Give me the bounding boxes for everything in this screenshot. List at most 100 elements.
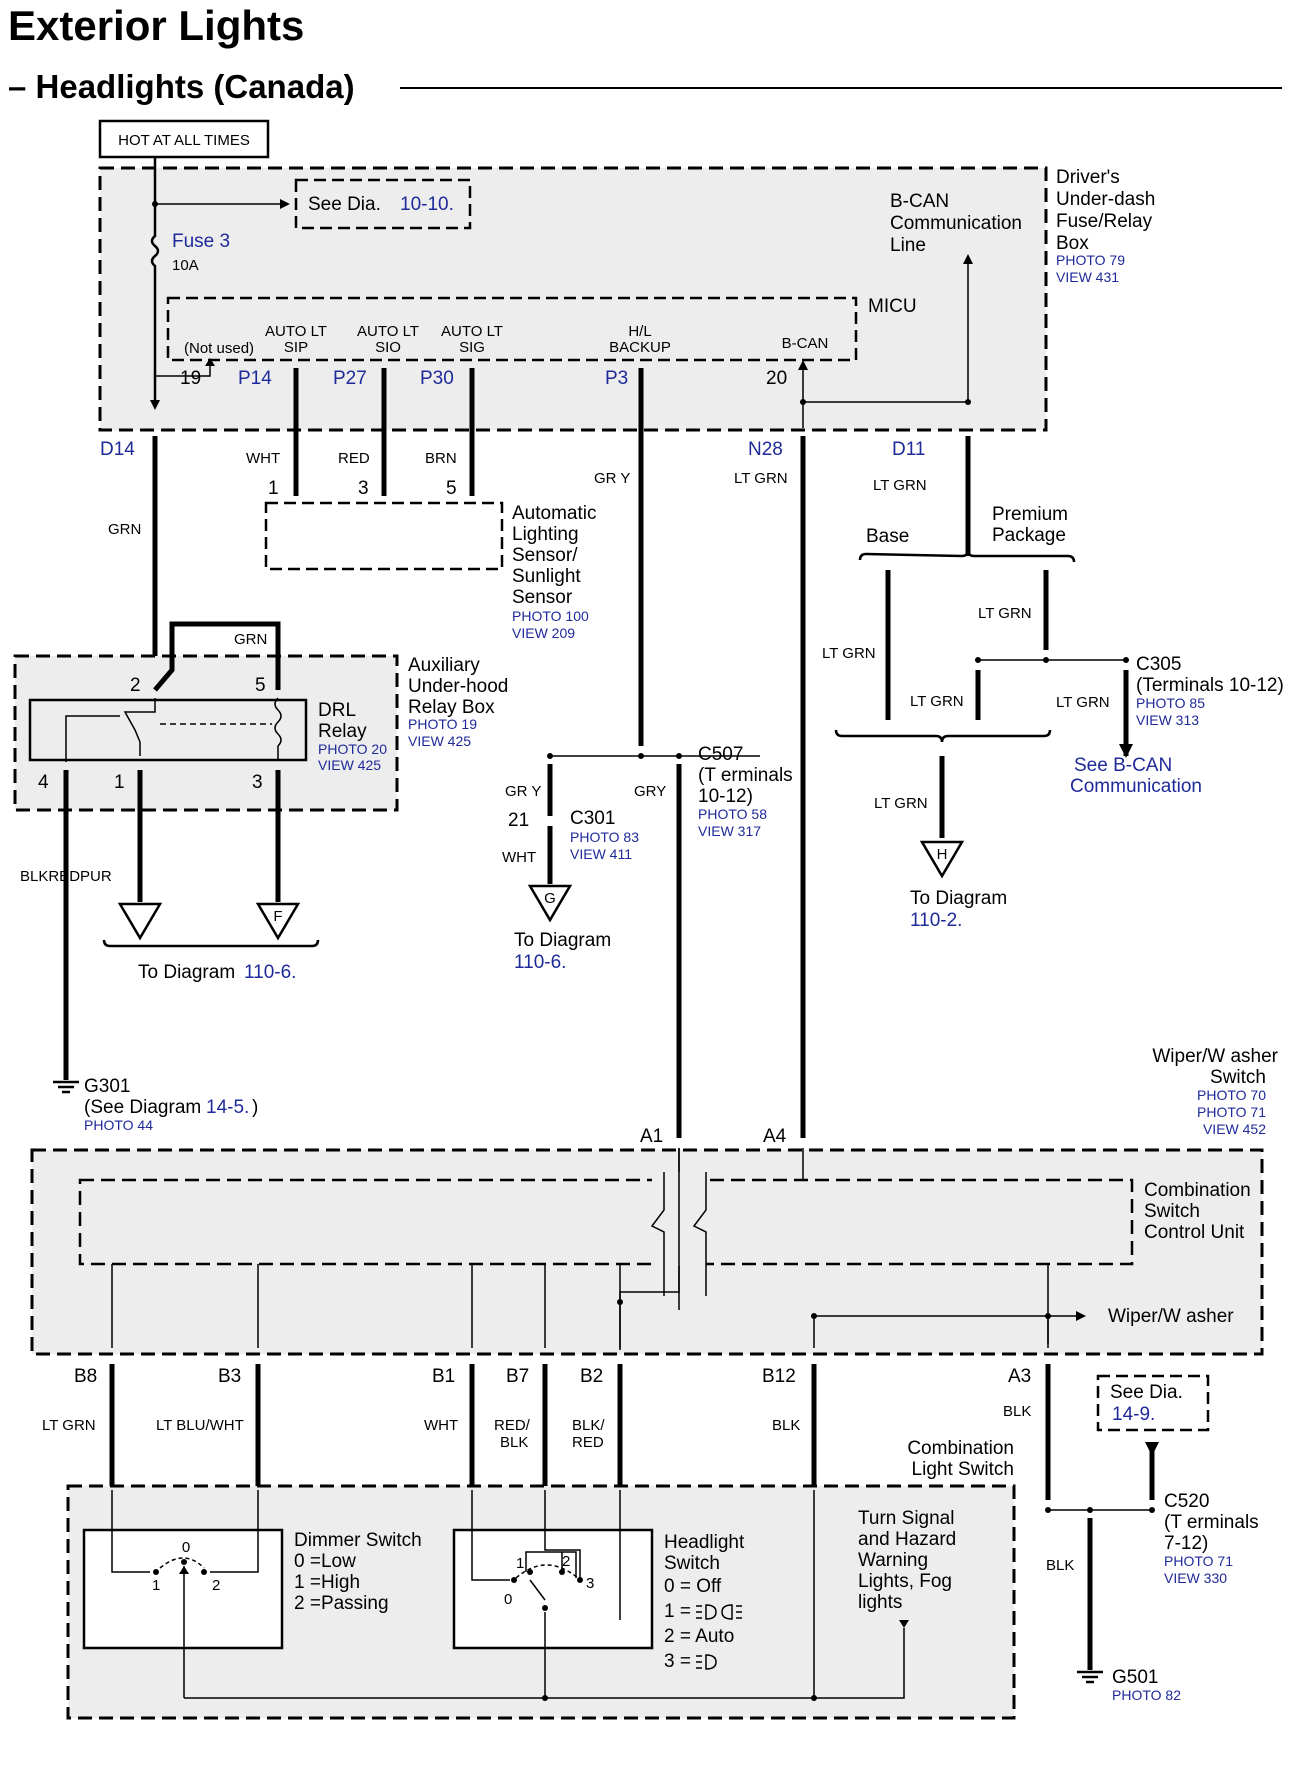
svg-text:Auxiliary: Auxiliary: [408, 655, 480, 676]
connector-a3: A3: [1008, 1366, 1031, 1387]
to-diagram-mid-ref: 110-6.: [514, 952, 566, 973]
svg-text:PHOTO 71: PHOTO 71: [1197, 1104, 1266, 1120]
svg-text:lights: lights: [858, 1592, 902, 1613]
svg-text:VIEW 425: VIEW 425: [408, 733, 471, 749]
see-bcan-label: See B-CAN: [1074, 755, 1172, 776]
wire-red-label: RED: [338, 450, 370, 467]
wire-gry-c301-label: GR Y: [505, 783, 541, 800]
headlight-pos0: 0: [504, 1591, 512, 1608]
arrow-f-icon: [255, 902, 301, 941]
bcan-line-label: B-CAN Communication Line: [890, 191, 1022, 256]
svg-text:Relay Box: Relay Box: [408, 697, 495, 718]
sensor-pin1: 1: [268, 478, 279, 499]
to-diagram-110-6-ref: 110-6.: [244, 962, 296, 983]
sensor-pin3: 3: [358, 478, 369, 499]
c301-photo: PHOTO 83: [570, 829, 639, 845]
see-dia-10-10-box: [294, 178, 472, 230]
relay-pin4: 4: [38, 772, 49, 793]
arrow-h-label: H: [937, 846, 948, 863]
wire-gry-top-label: GR Y: [594, 470, 630, 487]
wire-b8-label: LT GRN: [42, 1417, 96, 1434]
page-title: Exterior Lights: [8, 2, 304, 49]
g301-ref: 14-5.: [206, 1097, 249, 1118]
svg-text:Switch: Switch: [1144, 1201, 1200, 1222]
dimmer-switch-box: [82, 1528, 284, 1650]
ground-g501-icon: [1077, 1670, 1103, 1684]
auto-lt-sip-label: AUTO LT: [265, 323, 327, 340]
c507-label: C507 (T erminals 10-12) PHOTO 58 VIEW 31…: [698, 744, 793, 839]
svg-text:(T erminals: (T erminals: [698, 765, 793, 786]
not-used-label: (Not used): [184, 340, 254, 357]
svg-text:C507: C507: [698, 744, 743, 765]
auto-lt-sip-label2: SIP: [284, 339, 308, 356]
hot-at-all-times-box: [98, 119, 270, 159]
see-dia-14-9-box: [1096, 1374, 1210, 1432]
hl-backup-label2: BACKUP: [609, 339, 671, 356]
svg-text:10-12): 10-12): [698, 786, 753, 807]
premium-label: Premium: [992, 504, 1068, 525]
wire-wht-c301-label: WHT: [502, 849, 536, 866]
drl-relay-photo: PHOTO 20: [318, 741, 387, 757]
svg-text:Headlight: Headlight: [664, 1532, 745, 1553]
wire-lt-grn-label: LT GRN: [734, 470, 788, 487]
hl-backup-label: H/L: [628, 323, 651, 340]
connector-b12: B12: [762, 1366, 796, 1387]
svg-text:PHOTO 70: PHOTO 70: [1197, 1087, 1266, 1103]
wire-brn-label: BRN: [425, 450, 457, 467]
svg-text:Driver's: Driver's: [1056, 167, 1120, 188]
pin-p14: P14: [238, 368, 272, 389]
svg-text:Combination: Combination: [1144, 1180, 1251, 1201]
svg-text:Switch: Switch: [1210, 1067, 1266, 1088]
wiper-washer-switch-label: Wiper/W asher Switch PHOTO 70 PHOTO 71 V…: [1152, 1046, 1278, 1137]
dimmer-pos2: 2: [212, 1577, 220, 1594]
svg-text:2 = Auto: 2 = Auto: [664, 1626, 734, 1647]
wire-lt-grn-h-label: LT GRN: [874, 795, 928, 812]
relay-pin5: 5: [255, 675, 266, 696]
dimmer-switch-label: Dimmer Switch 0 =Low 1 =High 2 =Passing: [294, 1530, 422, 1614]
svg-text:3 =: 3 =: [664, 1651, 691, 1672]
connector-d11: D11: [892, 439, 925, 460]
pin-20: 20: [766, 368, 787, 389]
premium-label2: Package: [992, 525, 1066, 546]
relay-pin3: 3: [252, 772, 263, 793]
svg-text:VIEW 313: VIEW 313: [1136, 712, 1199, 728]
wire-lt-grn-d11-label: LT GRN: [873, 477, 927, 494]
svg-text:PHOTO 100: PHOTO 100: [512, 608, 589, 624]
drl-relay-label: DRL: [318, 700, 356, 721]
c305-label: C305 (Terminals 10-12) PHOTO 85 VIEW 313: [1136, 654, 1284, 728]
headlight-pos3: 3: [586, 1575, 594, 1592]
to-diagram-110-6-label: To Diagram: [138, 962, 235, 983]
connector-b1: B1: [432, 1366, 455, 1387]
drl-relay-box: [28, 698, 308, 762]
auto-lt-sio-label: AUTO LT: [357, 323, 419, 340]
connector-b2: B2: [580, 1366, 603, 1387]
arrow-g-icon: [527, 884, 573, 923]
hot-at-all-times-label: HOT AT ALL TIMES: [118, 132, 250, 149]
see-dia-14-ref: 14-9.: [1112, 1404, 1155, 1425]
headlamp-icon: [696, 1604, 742, 1620]
wire-lt-grn-mid-label: LT GRN: [910, 693, 964, 710]
combination-light-switch-label: Combination: [907, 1438, 1014, 1459]
headlight-switch-label: Headlight Switch 0 = Off 1 = 2 = Auto 3 …: [664, 1532, 745, 1672]
wire-b7-label2: BLK: [500, 1434, 528, 1451]
c301-label: C301: [570, 808, 615, 829]
svg-text:Sensor/: Sensor/: [512, 545, 578, 566]
c301-pin-21: 21: [508, 810, 529, 831]
automatic-lighting-sensor-label: Automatic Lighting Sensor/ Sunlight Sens…: [512, 503, 596, 641]
svg-text:B-CAN: B-CAN: [890, 191, 949, 212]
see-dia-prefix: See Dia.: [308, 194, 381, 215]
svg-text:Lights, Fog: Lights, Fog: [858, 1571, 952, 1592]
page-subtitle: – Headlights (Canada): [8, 68, 355, 105]
fuse-3-icon: [150, 158, 160, 400]
parking-lamp-icon: [696, 1654, 717, 1670]
arrow-f-label: F: [273, 908, 282, 925]
connector-d14: D14: [100, 439, 135, 460]
svg-text:VIEW 209: VIEW 209: [512, 625, 575, 641]
connector-n28: N28: [748, 439, 783, 460]
wire-a3-label: BLK: [1003, 1403, 1031, 1420]
svg-text:Communication: Communication: [890, 213, 1022, 234]
svg-text:Under-hood: Under-hood: [408, 676, 508, 697]
aux-relay-box-label: Auxiliary Under-hood Relay Box PHOTO 19 …: [408, 655, 508, 749]
svg-text:Lighting: Lighting: [512, 524, 579, 545]
